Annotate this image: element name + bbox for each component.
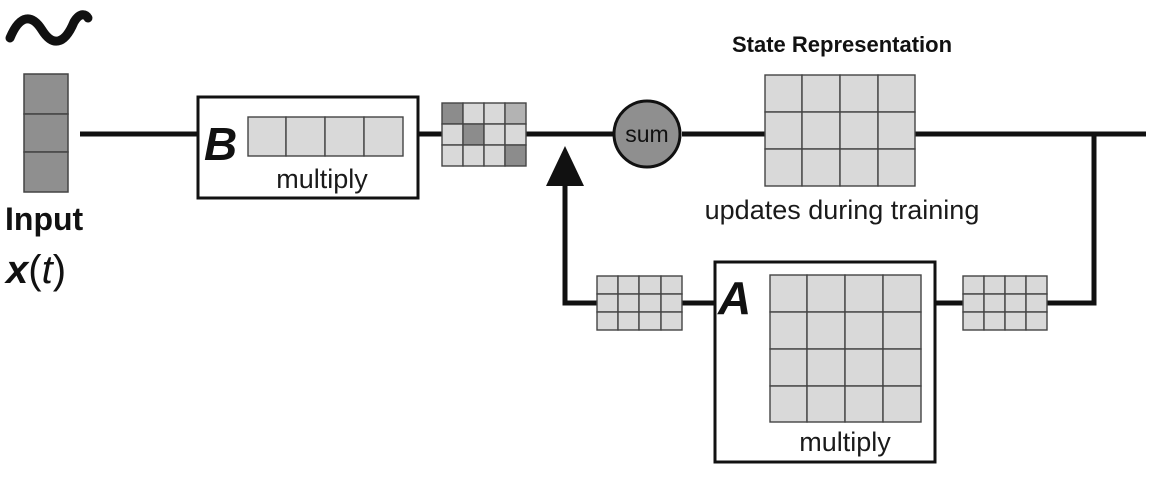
ah-output-grid	[596, 275, 683, 331]
matrix-a-grid	[769, 274, 922, 423]
bx-output-grid	[441, 102, 527, 167]
state-grid	[764, 74, 916, 187]
line-feedback-up	[562, 170, 597, 306]
input-function: x(t)	[4, 248, 66, 292]
sum-node	[612, 99, 682, 169]
input-fn-close: )	[53, 248, 66, 292]
input-vector	[23, 73, 69, 193]
wave-icon	[5, 10, 93, 46]
line-feedback-down	[1047, 134, 1097, 306]
input-label: Input	[5, 201, 84, 237]
matrix-b-letter: B	[204, 118, 237, 170]
input-fn-var: x	[4, 248, 30, 292]
state-caption: updates during training	[705, 195, 980, 225]
arrow-up-icon	[546, 146, 584, 186]
matrix-b-cells	[247, 116, 404, 157]
input-fn-arg: t	[42, 248, 55, 292]
matrix-b-caption: multiply	[276, 164, 368, 194]
state-title: State Representation	[732, 32, 952, 57]
matrix-a-caption: multiply	[799, 427, 891, 457]
matrix-a-letter: A	[717, 272, 751, 324]
input-fn-open: (	[28, 248, 42, 292]
feedback-state-grid	[962, 275, 1048, 331]
connections	[80, 131, 1146, 306]
sum-label: sum	[625, 121, 668, 147]
